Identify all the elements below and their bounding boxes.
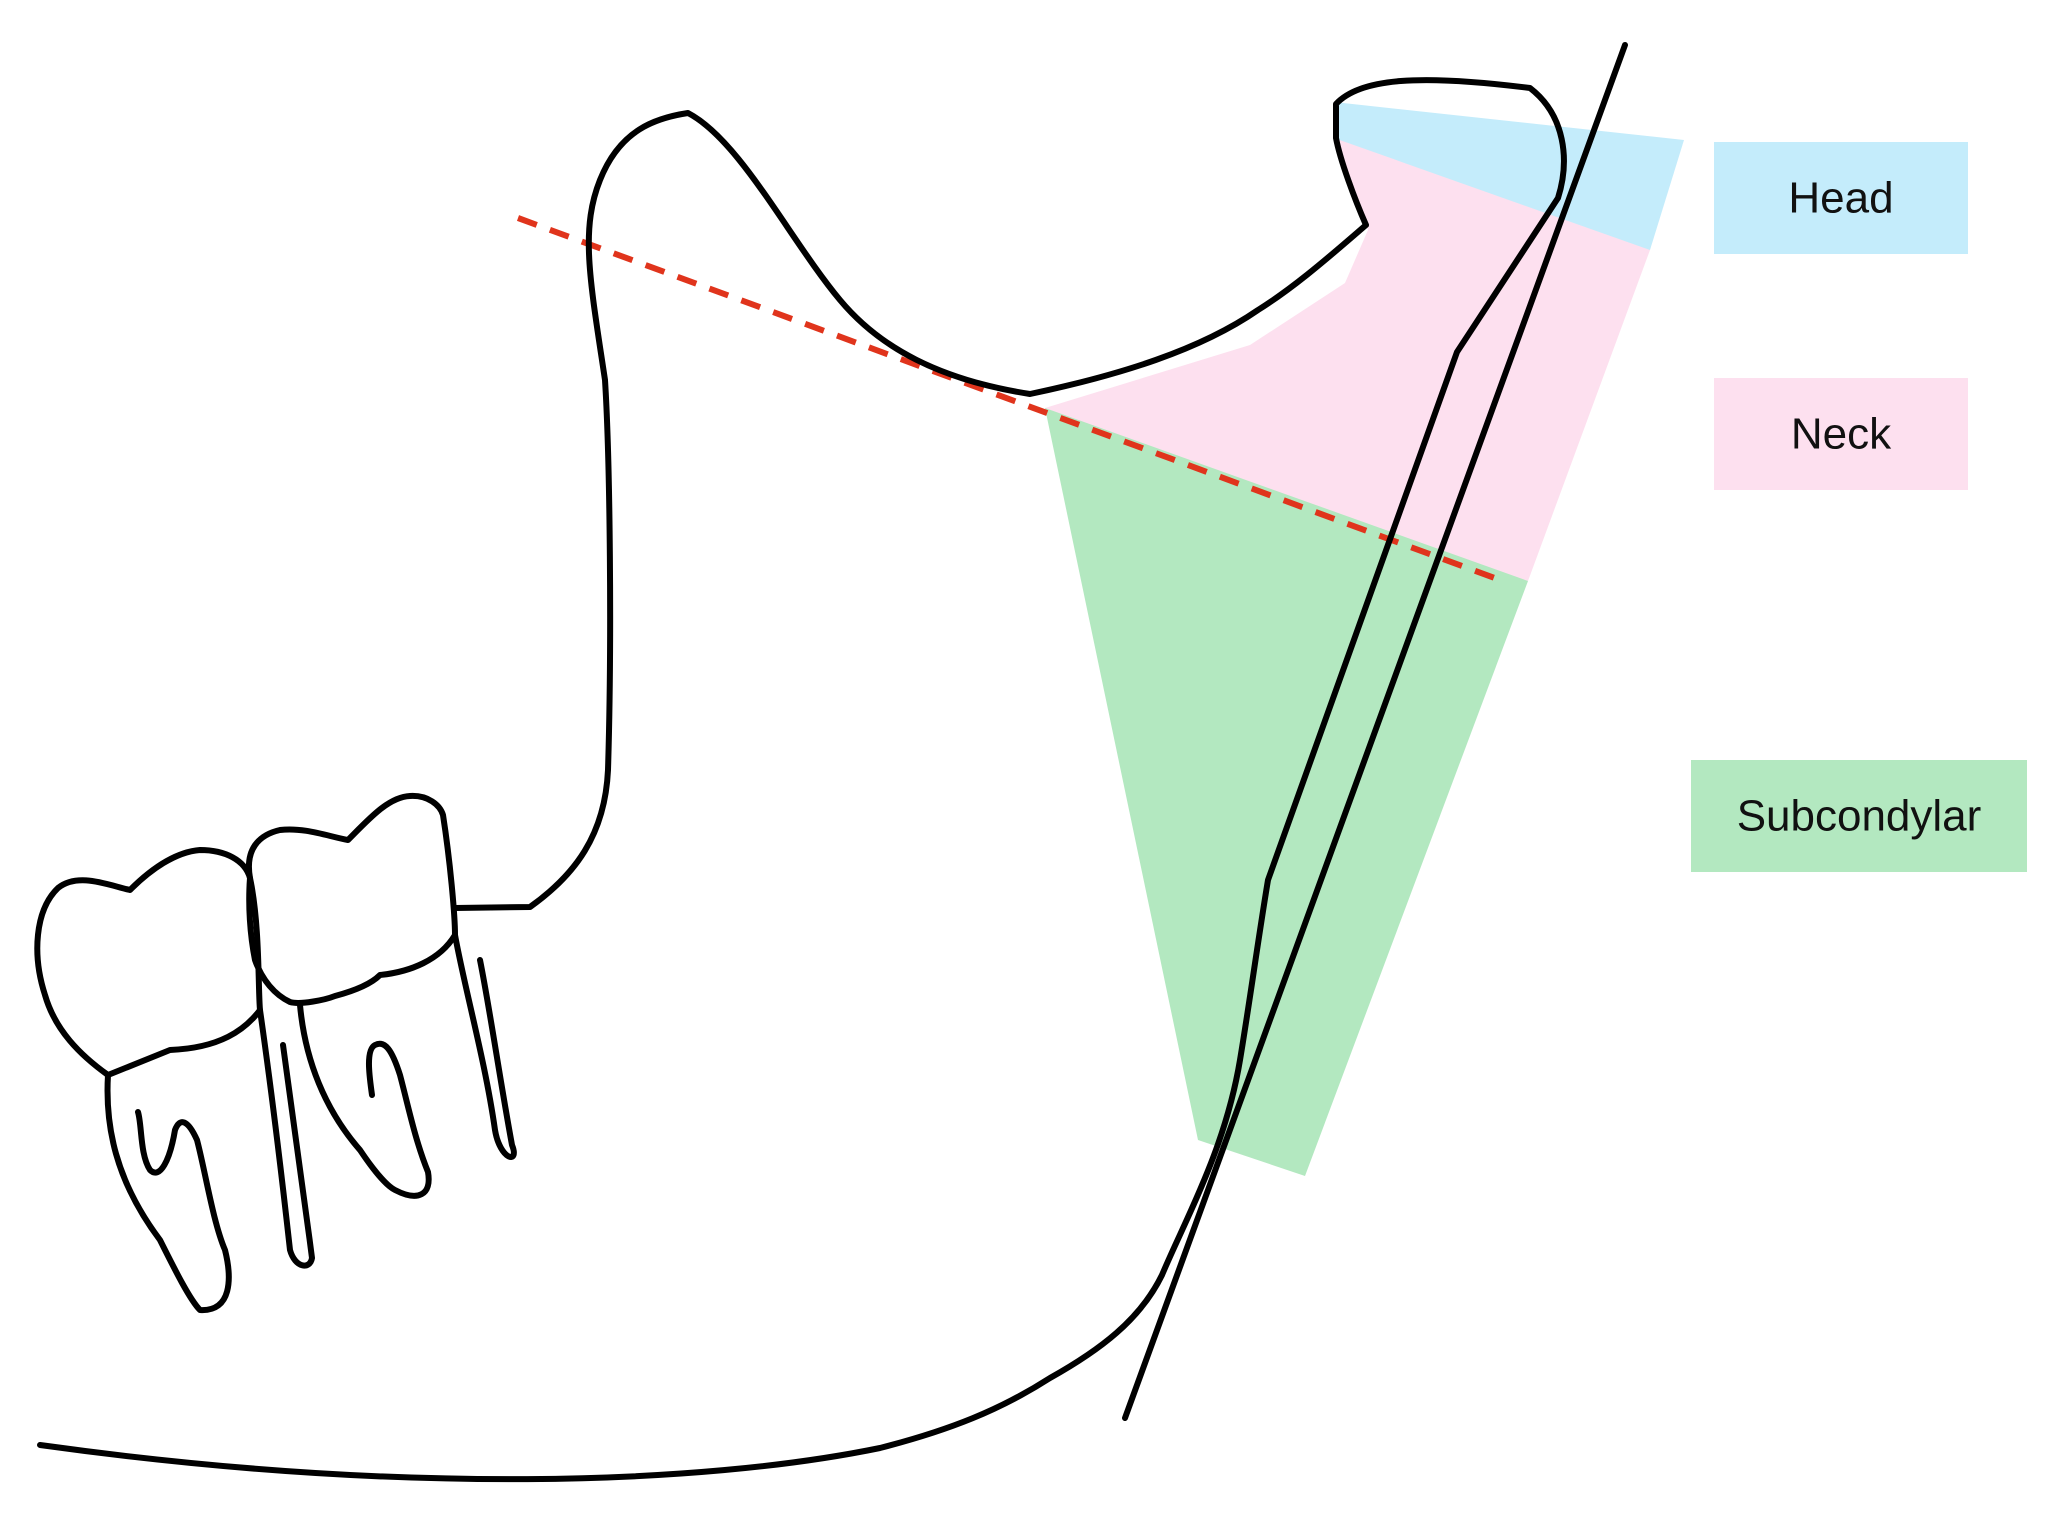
legend-label-head: Head [1788,174,1893,223]
mandible-outline [37,77,1567,1483]
legend-label-neck: Neck [1791,410,1892,459]
legend-item-head: Head [1714,142,1968,254]
molar-crown-right [245,792,458,1006]
reference-dashed-line [516,215,1502,583]
head-region [1334,102,1684,250]
legend-label-subcondylar: Subcondylar [1737,792,1982,841]
legend-swatch-subcondylar [1691,760,2027,872]
neck-region [1045,138,1650,581]
molar-crown-left [34,847,263,1078]
subcondylar-region [1045,408,1528,1176]
legend-item-subcondylar: Subcondylar [1691,760,2027,872]
legend: Head Neck Subcondylar [1691,142,2027,872]
oblique-reference-line [1122,42,1628,1421]
legend-swatch-head [1714,142,1968,254]
legend-item-neck: Neck [1714,378,1968,490]
legend-swatch-neck [1714,378,1968,490]
molar-roots-left [104,1007,315,1314]
molar-roots-right [297,932,517,1199]
